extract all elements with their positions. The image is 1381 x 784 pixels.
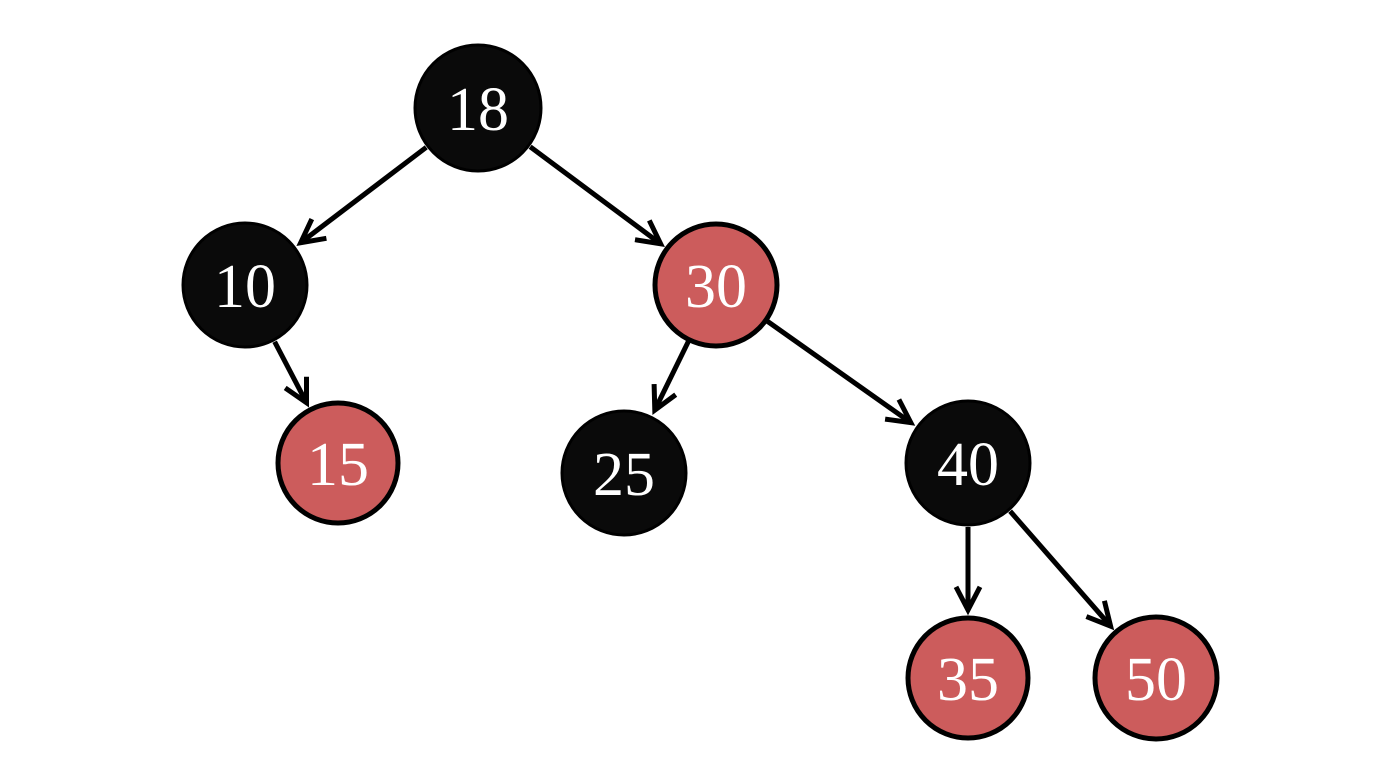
tree-edge <box>272 340 309 408</box>
node-label: 30 <box>685 253 747 321</box>
edge-line <box>272 340 309 404</box>
node-label: 50 <box>1125 646 1187 714</box>
edges-layer <box>272 144 1115 631</box>
edge-line <box>652 340 691 412</box>
node-circle-red[interactable] <box>905 615 1031 741</box>
tree-edge <box>1008 509 1115 631</box>
node-circle-black[interactable] <box>181 221 309 349</box>
arrow-head-icon <box>884 398 916 426</box>
node-label: 15 <box>307 431 369 499</box>
tree-node-50[interactable]: 50 <box>1092 614 1220 742</box>
node-circle-black[interactable] <box>904 399 1032 527</box>
node-circle-red[interactable] <box>652 221 780 349</box>
tree-edge <box>766 319 916 426</box>
arrow-head-icon <box>1085 600 1115 631</box>
arrow-head-icon <box>283 376 309 408</box>
tree-node-25[interactable]: 25 <box>560 409 688 537</box>
node-circle-red[interactable] <box>275 400 401 526</box>
edge-line <box>299 145 428 245</box>
edge-line <box>766 319 913 425</box>
tree-node-10[interactable]: 10 <box>181 221 309 349</box>
tree-edge <box>953 527 983 616</box>
tree-node-40[interactable]: 40 <box>904 399 1032 527</box>
nodes-layer: 18 10 30 15 25 40 35 50 <box>181 43 1220 742</box>
node-label: 10 <box>214 253 276 321</box>
node-label: 40 <box>937 431 999 499</box>
tree-edge <box>296 145 428 246</box>
tree-edge <box>528 144 665 248</box>
node-label: 18 <box>447 76 509 144</box>
arrow-head-icon <box>953 585 983 616</box>
tree-node-30[interactable]: 30 <box>652 221 780 349</box>
node-label: 25 <box>593 441 655 509</box>
edge-line <box>528 144 663 246</box>
tree-node-18[interactable]: 18 <box>413 43 543 173</box>
node-circle-red[interactable] <box>1092 614 1220 742</box>
tree-node-35[interactable]: 35 <box>905 615 1031 741</box>
arrow-head-icon <box>634 219 665 248</box>
node-label: 35 <box>937 646 999 714</box>
node-circle-black[interactable] <box>560 409 688 537</box>
edge-line <box>1008 509 1113 628</box>
tree-edge <box>651 340 691 415</box>
arrow-head-icon <box>651 384 678 415</box>
tree-node-15[interactable]: 15 <box>275 400 401 526</box>
node-circle-black[interactable] <box>413 43 543 173</box>
arrow-head-icon <box>296 218 327 246</box>
